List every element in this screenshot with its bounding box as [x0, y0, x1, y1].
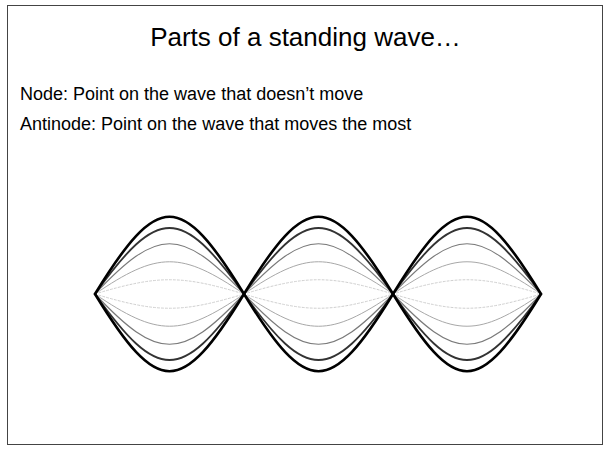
slide-title: Parts of a standing wave…	[0, 22, 611, 53]
slide-frame	[7, 5, 603, 445]
definition-text: Node: Point on the wave that doesn’t mov…	[20, 84, 363, 105]
definition-text: Antinode: Point on the wave that moves t…	[20, 114, 411, 135]
